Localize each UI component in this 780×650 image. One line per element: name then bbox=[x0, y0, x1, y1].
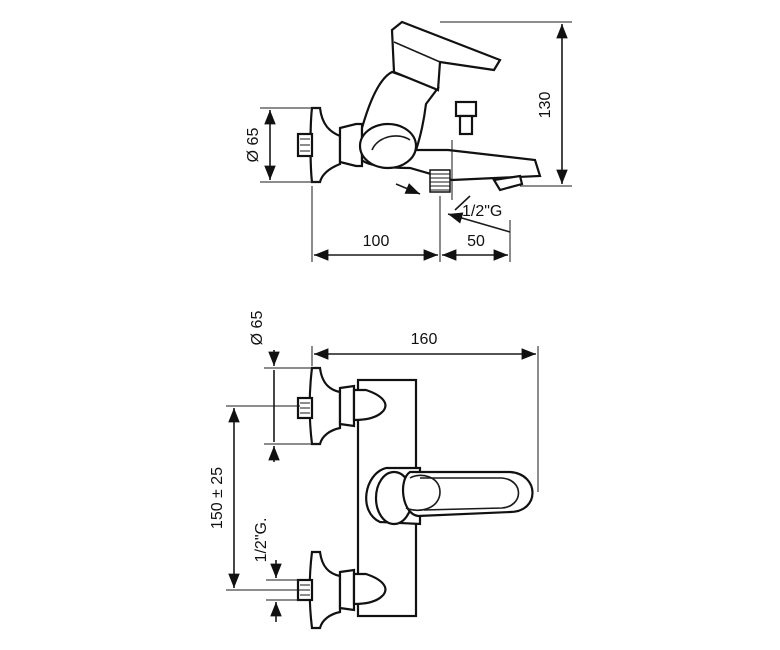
side-view: 130 Ø 65 1/2"G 100 50 bbox=[245, 20, 572, 262]
dim-side-thread-label: 1/2"G bbox=[462, 203, 502, 220]
side-diverter-knob bbox=[454, 100, 478, 118]
front-top-connection bbox=[296, 366, 387, 446]
dim-front-thread-label: 1/2"G. bbox=[253, 518, 270, 563]
dim-spout-depth-label: 50 bbox=[467, 233, 485, 250]
side-shower-outlet bbox=[429, 169, 451, 193]
dim-side-diameter-label: Ø 65 bbox=[245, 128, 262, 163]
front-bottom-connection bbox=[296, 550, 387, 630]
front-lever-handle bbox=[402, 470, 534, 518]
side-cover-cap bbox=[358, 122, 418, 170]
front-view: 160 Ø 65 150 ± 25 1/2"G. bbox=[209, 311, 539, 630]
side-wall-flange bbox=[309, 106, 342, 184]
dim-leader-side-thread bbox=[447, 212, 511, 233]
side-connection-nut bbox=[338, 122, 364, 168]
dim-center-distance-label: 150 ± 25 bbox=[209, 467, 226, 529]
dim-front-diameter-label: Ø 65 bbox=[249, 311, 266, 346]
dim-body-depth-label: 100 bbox=[363, 233, 390, 250]
side-lever-handle bbox=[390, 20, 502, 92]
dim-height-label: 130 bbox=[537, 92, 554, 119]
side-spout-aerator bbox=[492, 174, 524, 192]
view-direction-arrow bbox=[395, 183, 421, 195]
side-diverter-stem bbox=[458, 114, 474, 136]
dim-line-side-thread bbox=[454, 195, 471, 211]
dim-front-width-label: 160 bbox=[411, 331, 438, 348]
